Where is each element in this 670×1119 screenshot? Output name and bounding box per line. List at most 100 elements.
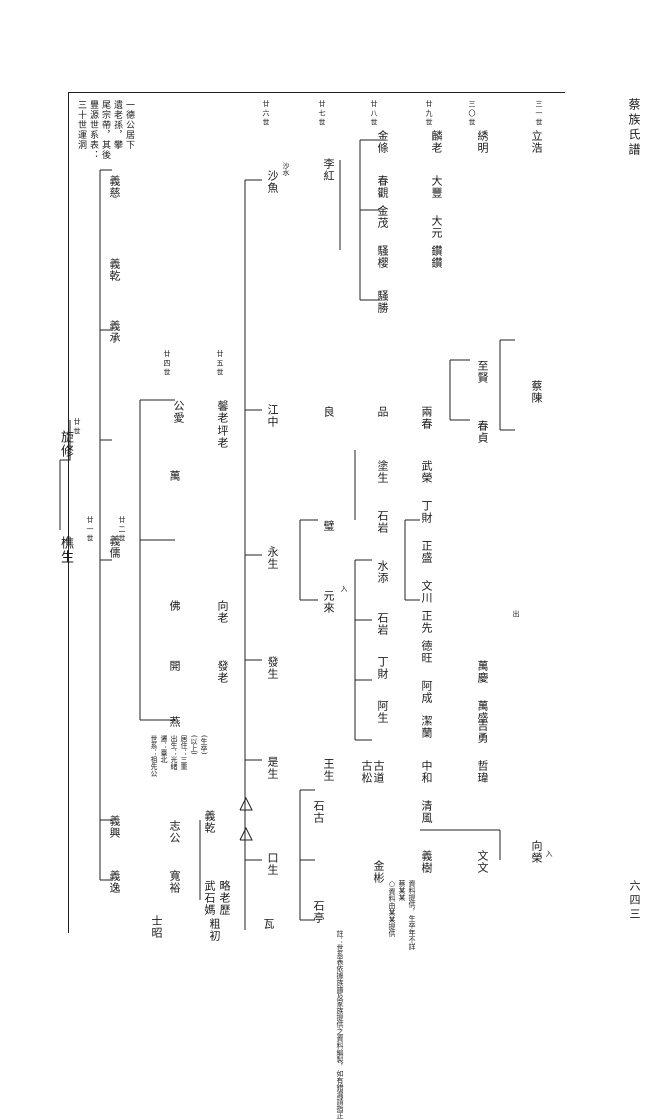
person-pin: 品 (376, 406, 389, 418)
person-wen-wen: 文文 (476, 850, 489, 874)
person-bing-lao: 發老 (216, 660, 229, 684)
genealogy-chart-frame (68, 92, 565, 933)
intro-note-line-5: 一德公居下 (124, 100, 134, 150)
person-fa-sheng: 發生 (266, 656, 279, 680)
person-ying-ying: 騷櫻 (376, 245, 389, 269)
person-yuan: 義乾 (203, 810, 216, 834)
person-tu-sheng: 塗生 (376, 460, 389, 484)
person-cai-chen: 蔡陳 (530, 380, 543, 404)
page-number: 六四三 (628, 880, 641, 922)
person-yi-yi: 義逸 (108, 870, 121, 894)
gen-label-24: 廿 四 世 (163, 350, 171, 376)
person-yong-sheng: 永生 (266, 546, 279, 570)
bottom-footnote: 註：世系表依據族譜及家族提供之資料編製，如有錯漏請指正 (336, 930, 344, 1119)
person-xing-lao: 馨老 (216, 400, 229, 424)
person-wu-ying: 武榮 (420, 460, 433, 484)
person-xiang-rong: 向榮 (530, 840, 543, 864)
person-zheng-sheng: 正盛 (420, 540, 433, 564)
person-chun-guan: 春觀 (376, 175, 389, 199)
person-fo: 佛 (168, 600, 181, 612)
person-xiang-lao: 向老 (216, 600, 229, 624)
person-wa: 瓦 (262, 918, 275, 930)
note-9: 資料提供，生卒年不詳 (408, 880, 416, 950)
person-yi-shu: 義樹 (420, 850, 433, 874)
gen-label-29: 廿 九 世 (425, 100, 433, 126)
person-zhi-lin: 鑽鑽 (430, 245, 443, 269)
person-yi-qian: 義乾 (108, 258, 121, 282)
genealogy-page: 蔡族氏譜 六四三 (58, 92, 641, 1119)
person-wu-shi-ma: 武石媽 (203, 880, 216, 916)
person-da-feng: 大豐 (430, 175, 443, 199)
person-shi-yan-2: 石岩 (376, 612, 389, 636)
note-10: 入 (340, 585, 348, 592)
gen-label-25: 廿 五 世 (216, 350, 224, 376)
note-8: 蔡某某 (398, 880, 406, 901)
person-ji-yong: 吉勇 (476, 720, 489, 744)
person-ding-cai-2: 丁財 (376, 656, 389, 680)
person-shui-tian: 水添 (376, 560, 389, 584)
person-kou-sheng: 口生 (266, 852, 279, 876)
person-lin-lao: 麟老 (430, 130, 443, 154)
note-6: (生卒) (200, 735, 208, 755)
gen-label-31: 三 一 世 (535, 100, 543, 126)
person-yi-cheng: 義承 (108, 320, 121, 344)
tree-connector-lines (59, 139, 515, 930)
note-4: 居住：三重 (180, 735, 188, 770)
page-side-title: 蔡族氏譜 (627, 98, 641, 158)
person-li-hao: 立浩 (530, 130, 543, 154)
person-cu-chu: 粗初 (208, 918, 221, 942)
person-qing-feng: 清風 (420, 800, 433, 824)
person-bi: 璧 (322, 520, 335, 532)
person-lue-lao-li: 略老歷 (218, 880, 231, 916)
person-xuan-xiu: 旋修 (58, 430, 73, 458)
person-xun-lao: 坪老 (216, 425, 229, 449)
person-jin-mao: 金茂 (376, 205, 389, 229)
intro-note-line-2: 豐源世系表： (88, 100, 98, 160)
note-2: 遷：臺北 (160, 735, 168, 763)
person-shi-ting: 石亭 (312, 900, 325, 924)
intro-note-line-4: 遺老孫，攀 (112, 100, 122, 150)
person-zhong-he: 中和 (420, 760, 433, 784)
person-liang: 良 (322, 406, 335, 418)
person-he-cheng: 阿成 (420, 680, 433, 704)
person-wan-sheng: 萬盛 (476, 700, 489, 724)
person-yi-ru: 義儒 (108, 535, 121, 559)
person-kai: 開 (168, 660, 181, 672)
person-jin-yi: 金彬 (372, 860, 385, 884)
person-yi-xing: 義興 (108, 815, 121, 839)
person-da-yuan: 大元 (430, 215, 443, 239)
person-wang-sheng: 王生 (322, 758, 335, 782)
note-12: 入 (545, 850, 553, 857)
gen-label-27: 廿 七 世 (318, 100, 326, 126)
gen-label-20: 廿 世 (73, 418, 81, 435)
intro-note-line-1: 三十世運洞 (76, 100, 86, 150)
person-jin-tiao: 金條 (376, 130, 389, 154)
person-de-wang: 德旺 (420, 640, 433, 664)
person-sha-yu: 沙魚 (266, 170, 279, 194)
person-sha-shui: 沙水 (282, 162, 290, 176)
person-shi-zhao: 士昭 (150, 915, 163, 939)
person-yan: 燕 (168, 716, 181, 728)
gen-label-28: 廿 八 世 (370, 100, 378, 126)
person-shi-yan: 石岩 (376, 510, 389, 534)
person-chun-zhen: 春貞 (476, 420, 489, 444)
person-ding-cai: 丁財 (420, 500, 433, 524)
person-gu-dao: 古道 (372, 760, 385, 784)
gen-label-30: 三 〇 世 (468, 100, 476, 126)
gen-label-26: 廿 六 世 (262, 100, 270, 126)
person-zhi-xian: 至賢 (476, 360, 489, 384)
person-wan-qing: 萬慶 (476, 660, 489, 684)
gen-label-21: 廿 一 世 (86, 516, 94, 542)
gen-label-22: 廿 二 世 (118, 516, 126, 542)
person-he-sheng: 阿生 (376, 700, 389, 724)
person-ying-sheng: 騷勝 (376, 290, 389, 314)
person-li-hong: 李紅 (322, 158, 335, 182)
person-shi-gu: 石古 (312, 800, 325, 824)
person-shi-sheng: 是生 (266, 756, 279, 780)
person-yuan-lai: 元來 (322, 590, 335, 614)
person-man: 萬 (168, 470, 181, 482)
note-7: ○資料由某某提供 (388, 880, 396, 937)
person-xiu-ming: 綉明 (476, 130, 489, 154)
person-zhi-gong: 志公 (168, 820, 181, 844)
person-jiang-zhong: 江中 (266, 404, 279, 428)
